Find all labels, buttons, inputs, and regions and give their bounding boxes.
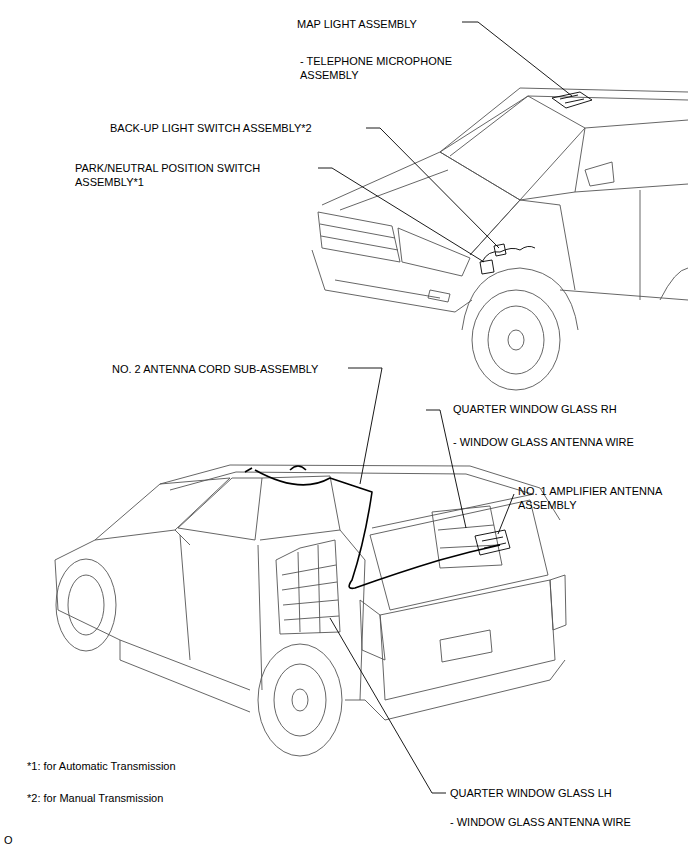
park-switch <box>480 260 494 274</box>
antenna-cord <box>245 468 500 588</box>
footnote: *2: for Manual Transmission <box>27 791 287 805</box>
front-door-window <box>178 478 262 540</box>
footnote: *1: for Automatic Transmission <box>27 759 287 773</box>
tailgate <box>380 580 555 700</box>
front-hub <box>508 330 524 350</box>
rear-arch <box>660 268 688 300</box>
antenna-cord-end <box>290 466 306 470</box>
hood-rear-view <box>55 530 190 560</box>
quarter-grid-rh <box>438 525 498 548</box>
windshield-rear-view <box>95 478 230 540</box>
part-name: NO. 1 AMPLIFIER ANTENNA ASSEMBLY <box>518 484 668 512</box>
rear-rim <box>274 664 326 736</box>
d-pillar <box>340 530 365 700</box>
part-name: QUARTER WINDOW GLASS RH <box>453 402 653 416</box>
a-pillar <box>575 128 585 192</box>
leader-line <box>330 618 446 793</box>
part-name: BACK-UP LIGHT SWITCH ASSEMBLY*2 <box>110 121 362 135</box>
body-side-rear <box>55 560 365 700</box>
leader-line <box>462 22 572 96</box>
roof-line <box>440 88 688 152</box>
tail-light-l <box>360 600 385 660</box>
figure-code: O <box>4 833 24 847</box>
body-side <box>520 192 688 300</box>
rocker <box>120 640 250 712</box>
leader-line <box>348 368 382 484</box>
front-bumper <box>312 250 472 312</box>
side-window <box>575 120 688 192</box>
fender <box>470 200 575 290</box>
map-light <box>552 92 592 108</box>
rear-bumper <box>365 660 565 720</box>
grille-bars <box>320 224 398 250</box>
sub-part-name: - WINDOW GLASS ANTENNA WIRE <box>453 435 653 449</box>
rear-tire <box>258 644 342 756</box>
front-tire-rear-view <box>56 559 116 651</box>
wheel-arch <box>462 268 578 330</box>
mirror <box>585 162 614 186</box>
sub-part-name: - WINDOW GLASS ANTENNA WIRE <box>450 815 670 829</box>
leader-line <box>498 494 514 534</box>
amplifier-detail <box>482 537 506 548</box>
headlight <box>398 228 470 276</box>
part-name: PARK/NEUTRAL POSITION SWITCH ASSEMBLY*1 <box>75 161 290 189</box>
rear-roof <box>160 465 560 520</box>
hood-crease <box>340 170 448 210</box>
leader-line <box>318 168 484 262</box>
door-line <box>640 190 641 300</box>
front-rim-rear-view <box>68 575 104 635</box>
front-rim <box>488 306 544 374</box>
fog-lamp <box>428 290 450 302</box>
front-tire <box>472 290 560 390</box>
part-name: QUARTER WINDOW GLASS LH <box>450 786 650 800</box>
door-lines <box>180 535 262 690</box>
windshield <box>440 96 585 200</box>
map-light-detail <box>560 95 584 103</box>
spoiler <box>372 494 534 528</box>
amplifier <box>475 530 510 555</box>
tail-light-r <box>550 575 566 630</box>
quarter-window-lh <box>276 540 340 634</box>
leader-line <box>426 410 466 528</box>
roof-rail <box>450 96 688 156</box>
quarter-grid-lh <box>282 545 339 633</box>
backup-switch <box>494 244 506 256</box>
license-plate <box>440 630 492 662</box>
part-name: MAP LIGHT ASSEMBLY <box>297 17 457 31</box>
part-name: NO. 2 ANTENNA CORD SUB-ASSEMBLY <box>112 362 344 376</box>
switch-wire <box>482 246 535 262</box>
grille <box>318 212 400 262</box>
lower-grille <box>335 280 440 298</box>
rear-hub <box>292 689 308 711</box>
sub-part-name: - TELEPHONE MICROPHONE ASSEMBLY <box>300 54 475 82</box>
